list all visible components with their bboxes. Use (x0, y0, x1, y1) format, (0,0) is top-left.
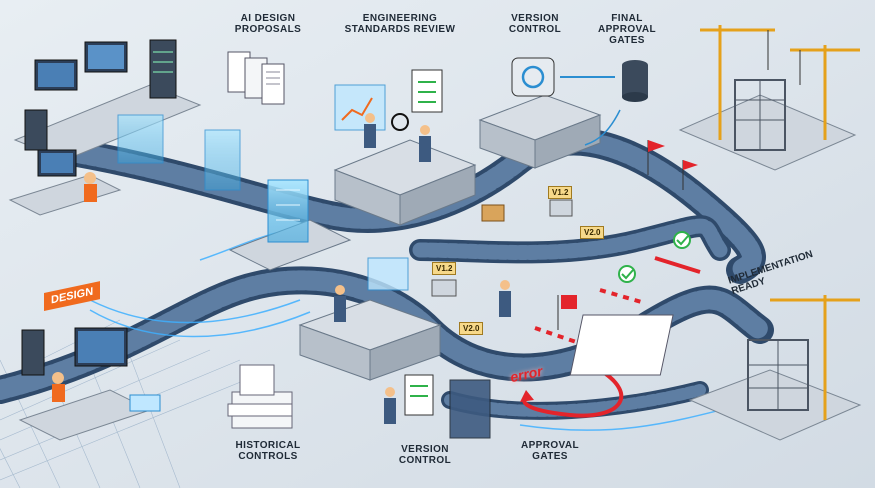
version-tag-2: V2.0 (580, 226, 605, 239)
flag-icon (557, 140, 698, 330)
check-icon (618, 231, 691, 283)
construction-site-bottom (569, 295, 862, 441)
version-control-top (478, 57, 648, 169)
historical-documents-icon (227, 364, 293, 429)
server-rack-icon (149, 39, 177, 99)
label-engineering-standards-review: ENGINEERING STANDARDS REVIEW (344, 13, 456, 35)
error-arrowhead (520, 390, 534, 402)
label-approval-gates: APPROVAL GATES (520, 440, 580, 462)
workstation-bottom-left (18, 327, 161, 441)
construction-site-top (678, 25, 860, 171)
label-final-approval-gates: FINAL APPROVAL GATES (597, 13, 657, 46)
document-stack-icon (227, 51, 285, 105)
label-version-control-bottom: VERSION CONTROL (398, 444, 452, 466)
version-tag-4: V2.0 (459, 322, 484, 335)
error-loop-arrow (522, 368, 624, 418)
label-version-control-top: VERSION CONTROL (508, 13, 562, 35)
engineering-review-platform (333, 69, 477, 226)
barrier-gate-icon (534, 256, 701, 347)
version-tag-3: V1.2 (432, 262, 457, 275)
label-historical-controls: HISTORICAL CONTROLS (235, 440, 301, 462)
package-icon (431, 199, 573, 297)
crane-icon (700, 25, 860, 140)
hologram-building-icon (117, 114, 352, 271)
label-ai-design-proposals: AI DESIGN PROPOSALS (234, 13, 302, 35)
review-platform-bottom (298, 257, 511, 381)
version-control-bottom (384, 374, 491, 439)
worker-icon (84, 172, 96, 184)
magnifier-icon (391, 113, 409, 131)
version-tag-1: V1.2 (548, 186, 573, 199)
workstation-top-left (8, 39, 202, 216)
